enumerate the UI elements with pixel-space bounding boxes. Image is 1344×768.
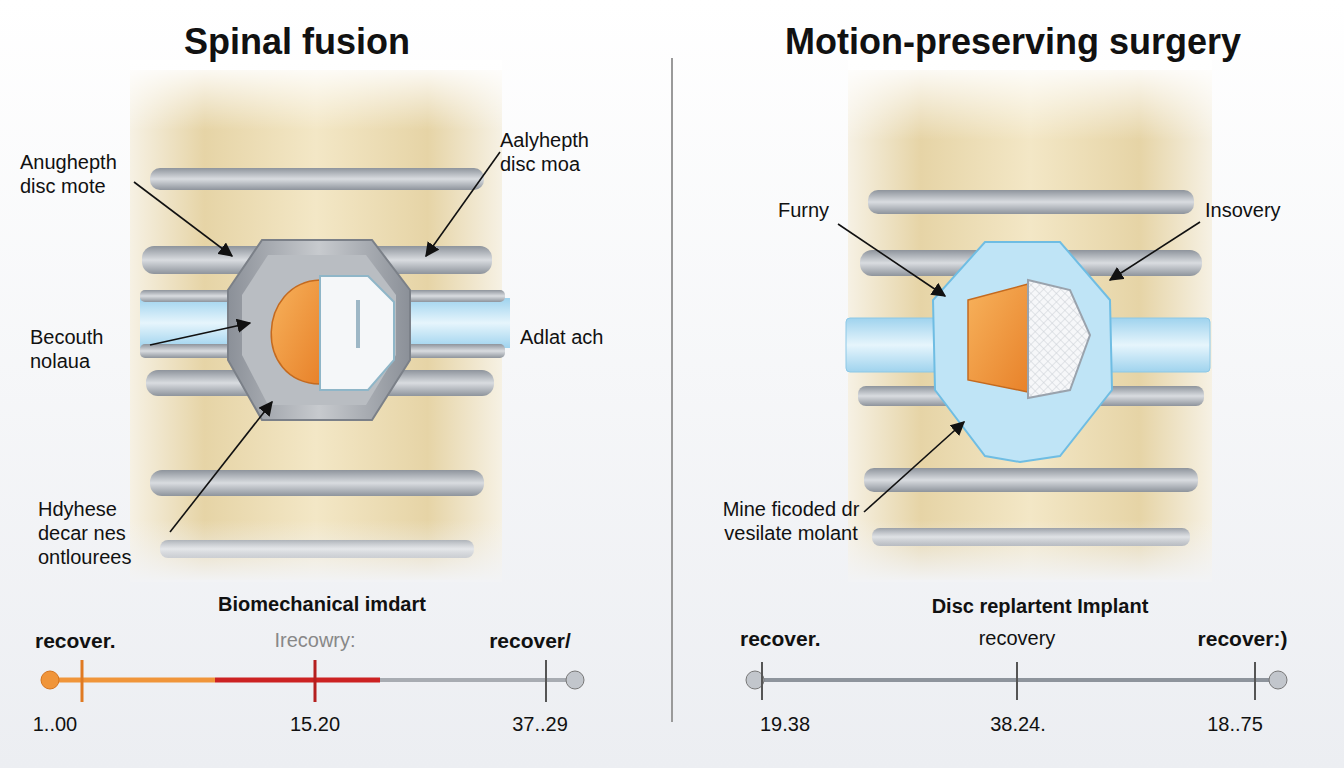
timeline-tick xyxy=(1016,662,1018,700)
disc-band xyxy=(150,168,484,190)
callout-label: Adlat ach xyxy=(520,325,640,349)
fusion-cage-inner xyxy=(242,255,396,405)
fusion-cage xyxy=(228,240,410,420)
implant-slot xyxy=(356,300,360,348)
disc-band xyxy=(150,470,484,496)
panel-title: Motion-preserving surgery xyxy=(713,20,1313,63)
disc-band xyxy=(864,468,1198,492)
callout-label: Hdyhese decar nes ontlourees xyxy=(38,497,153,569)
timeline-segment xyxy=(50,678,215,683)
timeline-value: 15.20 xyxy=(265,712,365,736)
callout-label: Aalyhepth disc moa xyxy=(500,128,620,176)
leader-arrow xyxy=(150,323,250,345)
panel-title: Spinal fusion xyxy=(97,20,497,63)
callout-label: Becouth nolaua xyxy=(30,325,145,373)
timeline-label: recover. xyxy=(740,626,850,651)
section-caption: Disc replartent Implant xyxy=(840,594,1240,618)
fade xyxy=(848,520,1212,582)
implant-body xyxy=(320,276,394,390)
timeline-right xyxy=(746,662,1287,700)
leader-arrow xyxy=(170,402,272,532)
callout-label: Anughepth disc mote xyxy=(20,150,140,198)
timeline-value: 37..29 xyxy=(490,712,590,736)
timeline-tick xyxy=(314,660,317,702)
implant-mesh xyxy=(1028,280,1090,398)
bone-graft xyxy=(271,280,320,384)
timeline-label: recover. xyxy=(35,628,145,653)
timeline-dot xyxy=(41,671,59,689)
callout-label: Furny xyxy=(778,198,868,222)
leader-arrow xyxy=(864,422,964,512)
leader-arrow xyxy=(1110,222,1200,280)
motion-preserving-illustration xyxy=(846,60,1212,582)
leader-arrow xyxy=(838,224,945,296)
callout-label: Mine ficoded dr vesilate molant xyxy=(722,497,860,545)
timeline-label: recover:) xyxy=(1180,626,1305,651)
leader-arrow xyxy=(426,152,500,256)
callout-label: Insovery xyxy=(1205,198,1325,222)
timeline-value: 38.24. xyxy=(968,712,1068,736)
fade xyxy=(130,520,502,582)
fade xyxy=(130,60,502,130)
timeline-tick xyxy=(545,660,547,702)
timeline-dot xyxy=(566,671,584,689)
fade xyxy=(848,60,1212,140)
timeline-label: Irecowry: xyxy=(215,628,415,652)
timeline-label: recovery xyxy=(917,626,1117,650)
section-caption: Biomechanical imdart xyxy=(122,592,522,616)
timeline-label: recover/ xyxy=(460,628,600,653)
leader-arrow xyxy=(134,182,232,256)
timeline-value: 1..00 xyxy=(0,712,110,736)
timeline-left xyxy=(41,660,584,702)
timeline-value: 18..75 xyxy=(1185,712,1285,736)
timeline-tick xyxy=(761,662,763,700)
spine-fusion-illustration xyxy=(130,60,510,582)
disc-implant-shell xyxy=(933,242,1112,462)
timeline-value: 19.38 xyxy=(735,712,835,736)
leader-lines xyxy=(134,152,1200,532)
timeline-dot xyxy=(1269,671,1287,689)
implant-core xyxy=(968,284,1028,392)
timeline-tick xyxy=(81,660,84,702)
disc-band xyxy=(868,190,1194,214)
timeline-segment xyxy=(215,678,380,683)
timeline-tick xyxy=(1254,662,1256,700)
divider xyxy=(671,58,673,722)
